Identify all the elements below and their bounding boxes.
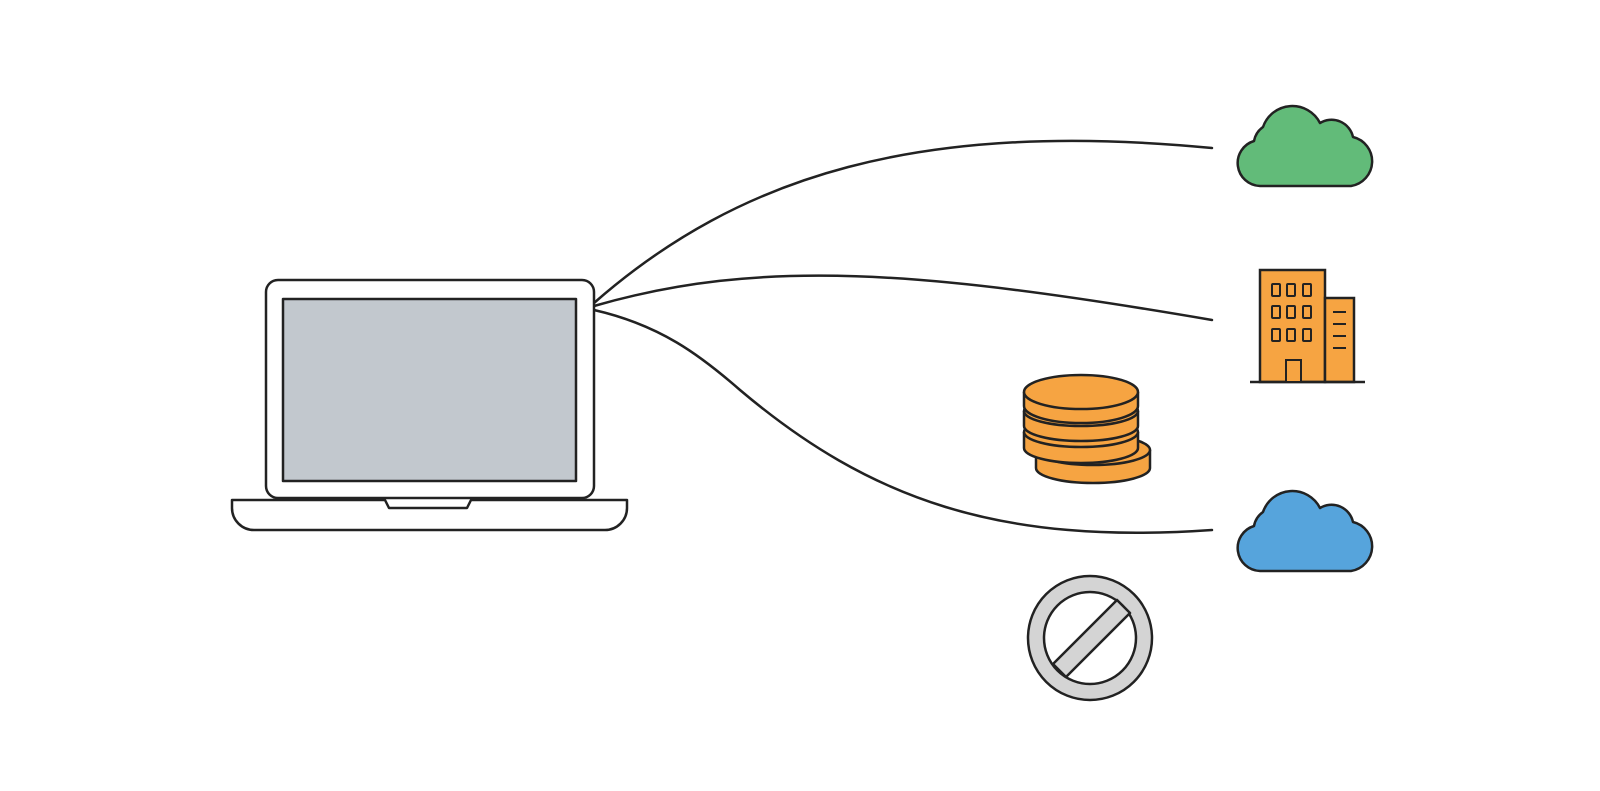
building-annex bbox=[1323, 296, 1356, 384]
green-cloud-icon bbox=[1236, 104, 1374, 188]
prohibited-slash bbox=[1051, 598, 1132, 679]
connector-to-green-cloud bbox=[592, 139, 1214, 305]
connector-to-blue-cloud bbox=[592, 308, 1214, 535]
coin-stack-icon bbox=[1022, 373, 1152, 485]
annex-lines bbox=[1333, 311, 1346, 349]
blue-cloud-icon bbox=[1236, 489, 1374, 573]
laptop-icon bbox=[230, 278, 629, 532]
building-windows bbox=[1271, 283, 1312, 342]
laptop-base bbox=[230, 498, 629, 532]
connectors bbox=[592, 139, 1214, 535]
prohibited-icon bbox=[1026, 574, 1154, 702]
connector-to-building bbox=[592, 274, 1214, 322]
coin-top bbox=[1022, 373, 1140, 425]
building-door bbox=[1285, 359, 1302, 383]
office-building-icon bbox=[1250, 268, 1365, 384]
laptop-screen bbox=[281, 297, 578, 483]
